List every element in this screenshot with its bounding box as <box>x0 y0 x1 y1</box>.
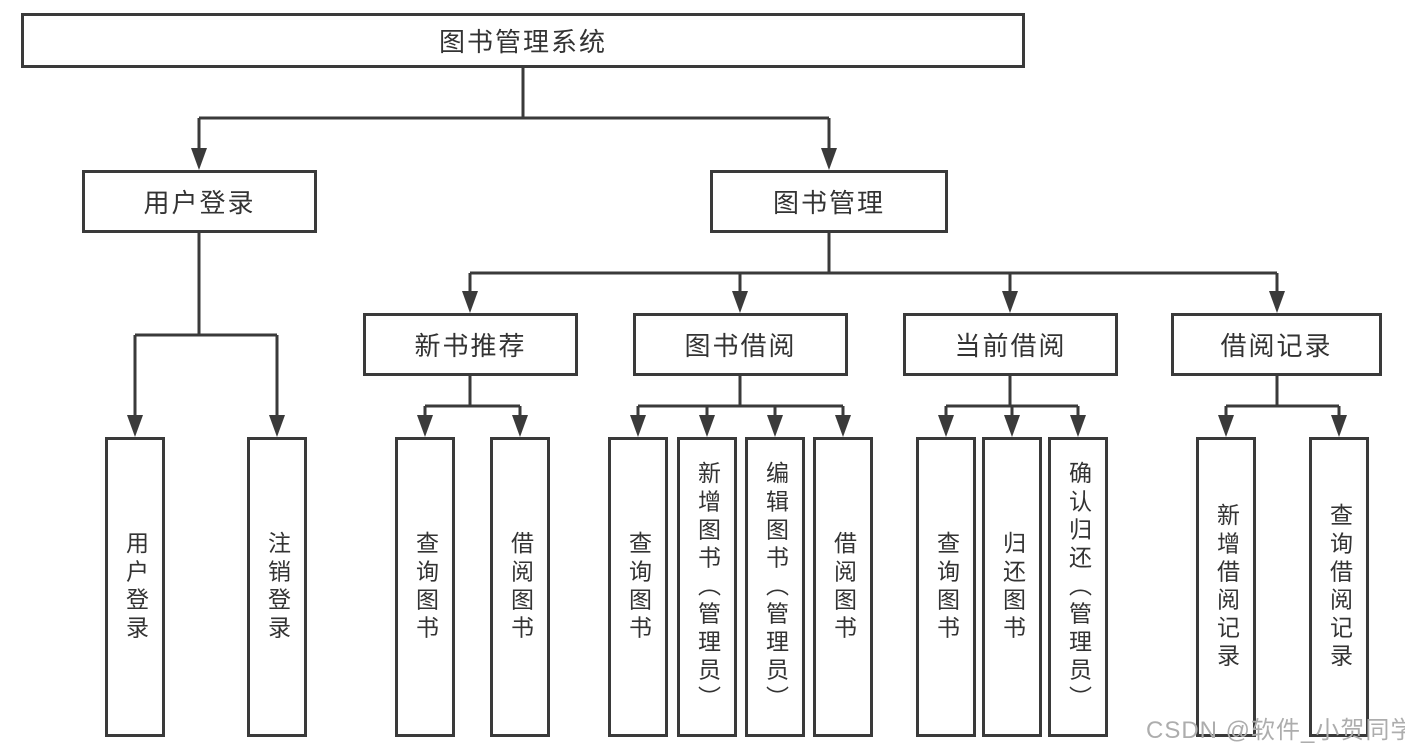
arrowhead <box>1331 415 1347 437</box>
leaf-query-borrow-record: 查询借阅记录 <box>1309 437 1369 737</box>
leaf-label: 新增图书（管理员） <box>694 460 721 714</box>
arrowhead <box>835 415 851 437</box>
leaf-return-books: 归还图书 <box>982 437 1042 737</box>
leaf-label: 编辑图书（管理员） <box>762 460 789 714</box>
node-label: 借阅记录 <box>1220 331 1333 361</box>
node-label: 图书借阅 <box>684 331 797 361</box>
arrowhead <box>1070 415 1086 437</box>
leaf-logout: 注销登录 <box>247 437 307 737</box>
arrowhead <box>269 415 285 437</box>
node-book-management: 图书管理 <box>710 170 948 233</box>
arrowhead <box>512 415 528 437</box>
arrowhead <box>938 415 954 437</box>
leaf-label: 归还图书 <box>999 530 1026 644</box>
node-new-book-recommend: 新书推荐 <box>363 313 578 376</box>
leaf-confirm-return-admin: 确认归还（管理员） <box>1048 437 1108 737</box>
node-library-system: 图书管理系统 <box>21 13 1025 68</box>
node-label: 当前借阅 <box>954 331 1067 361</box>
node-label: 图书管理 <box>772 188 885 218</box>
arrowhead <box>417 415 433 437</box>
leaf-add-borrow-record: 新增借阅记录 <box>1196 437 1256 737</box>
leaf-label: 用户登录 <box>122 530 149 644</box>
leaf-user-login: 用户登录 <box>105 437 165 737</box>
node-book-borrowing: 图书借阅 <box>633 313 848 376</box>
leaf-label: 确认归还（管理员） <box>1065 460 1092 714</box>
arrowhead <box>821 148 837 170</box>
arrowhead <box>699 415 715 437</box>
leaf-query-books-current: 查询图书 <box>916 437 976 737</box>
node-label: 新书推荐 <box>414 331 527 361</box>
node-label: 图书管理系统 <box>438 27 607 57</box>
leaf-label: 注销登录 <box>264 530 291 644</box>
leaf-label: 新增借阅记录 <box>1213 502 1240 672</box>
node-borrowing-records: 借阅记录 <box>1171 313 1382 376</box>
leaf-label: 查询图书 <box>412 530 439 644</box>
arrowhead <box>732 291 748 313</box>
leaf-label: 借阅图书 <box>507 530 534 644</box>
arrowhead <box>767 415 783 437</box>
arrowhead <box>1269 291 1285 313</box>
arrowhead <box>127 415 143 437</box>
arrowhead <box>1004 415 1020 437</box>
leaf-label: 查询借阅记录 <box>1326 502 1353 672</box>
leaf-borrow-books-recommend: 借阅图书 <box>490 437 550 737</box>
arrowhead <box>630 415 646 437</box>
leaf-edit-books-admin: 编辑图书（管理员） <box>745 437 805 737</box>
leaf-label: 借阅图书 <box>830 530 857 644</box>
arrowhead <box>1002 291 1018 313</box>
arrowhead <box>191 148 207 170</box>
leaf-query-books-borrowing: 查询图书 <box>608 437 668 737</box>
node-current-borrowing: 当前借阅 <box>903 313 1118 376</box>
leaf-query-books-recommend: 查询图书 <box>395 437 455 737</box>
leaf-borrow-books-borrowing: 借阅图书 <box>813 437 873 737</box>
arrowhead <box>462 291 478 313</box>
leaf-label: 查询图书 <box>625 530 652 644</box>
node-label: 用户登录 <box>143 188 256 218</box>
csdn-watermark: CSDN @软件_小贺同学 <box>1146 717 1405 744</box>
leaf-label: 查询图书 <box>933 530 960 644</box>
node-user-login: 用户登录 <box>82 170 317 233</box>
leaf-add-books-admin: 新增图书（管理员） <box>677 437 737 737</box>
arrowhead <box>1218 415 1234 437</box>
